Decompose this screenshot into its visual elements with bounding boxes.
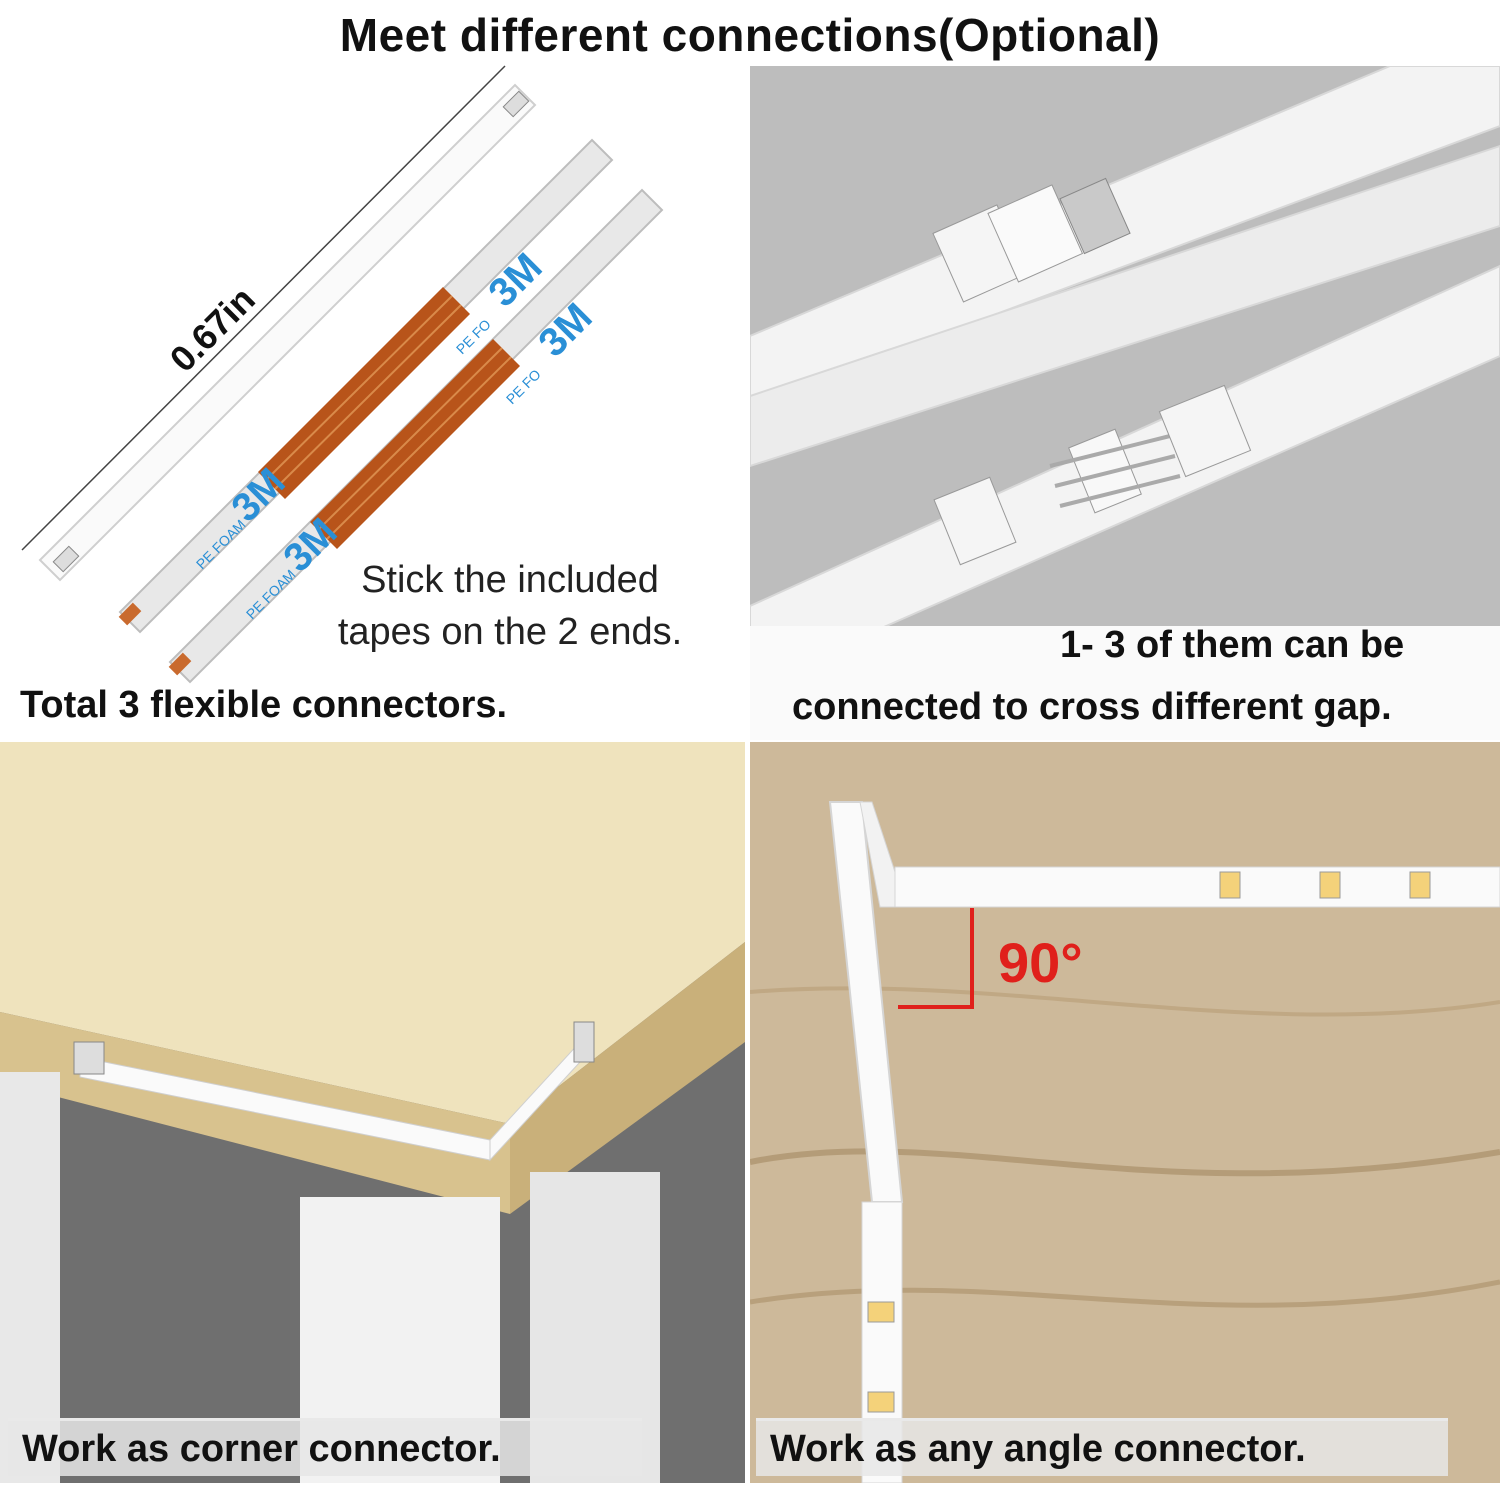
- wood-grain: [750, 1148, 1500, 1177]
- led-chip: [867, 1391, 895, 1413]
- connection-photo: [750, 66, 1500, 688]
- caption-backdrop: [750, 626, 1500, 740]
- led-strip-horizontal: [894, 866, 1500, 908]
- connector-joined: [932, 177, 1131, 303]
- connection-caption-line: connected to cross different gap.: [792, 686, 1392, 728]
- panel-angle-connector: 90° Work as any angle connector.: [750, 742, 1500, 1483]
- led-chip: [1219, 871, 1241, 899]
- table-edge-side: [510, 942, 745, 1214]
- panel-flexible-connectors: 3M 3M 3M 3M PE FOAM PE FOAM PE FO PE FO …: [0, 62, 745, 740]
- connector-separated: [933, 384, 1252, 566]
- connectors-illustration: 3M 3M 3M 3M PE FOAM PE FOAM PE FO PE FO …: [21, 65, 664, 684]
- tape-instruction-line: Stick the included: [361, 559, 659, 601]
- panel-corner-connector: Work as corner connector.: [0, 742, 745, 1483]
- connector-pin-end: [573, 1021, 595, 1063]
- led-chip: [1409, 871, 1431, 899]
- tape-instruction: Stick the included tapes on the 2 ends.: [300, 554, 720, 658]
- led-strip: [750, 144, 1500, 468]
- copper-strip-connector-1: [118, 138, 614, 634]
- corner-caption: Work as corner connector.: [8, 1418, 642, 1476]
- led-chip: [867, 1301, 895, 1323]
- tape-instruction-line: tapes on the 2 ends.: [337, 611, 683, 653]
- dimension-line: [21, 65, 506, 551]
- panel-strip-connections: 1- 3 of them can be connected to cross d…: [750, 66, 1500, 740]
- connector-pin-end: [73, 1041, 105, 1075]
- angle-caption: Work as any angle connector.: [756, 1418, 1448, 1476]
- angle-marker: [898, 908, 974, 1009]
- white-strip-connector: [38, 83, 537, 582]
- table-photo: [0, 742, 745, 1483]
- page-title: Meet different connections(Optional): [339, 9, 1161, 61]
- table-leg: [0, 1072, 60, 1483]
- copper-strip-connector-2: [168, 188, 664, 684]
- angle-label: 90°: [998, 931, 1083, 994]
- wood-grain: [750, 1279, 1500, 1308]
- connection-caption-line: 1- 3 of them can be: [1060, 624, 1405, 666]
- table-top: [0, 742, 745, 1124]
- led-chip: [1319, 871, 1341, 899]
- table-edge-front: [0, 1012, 510, 1214]
- angle-photo: 90°: [750, 801, 1500, 1483]
- connectors-caption: Total 3 flexible connectors.: [20, 684, 508, 726]
